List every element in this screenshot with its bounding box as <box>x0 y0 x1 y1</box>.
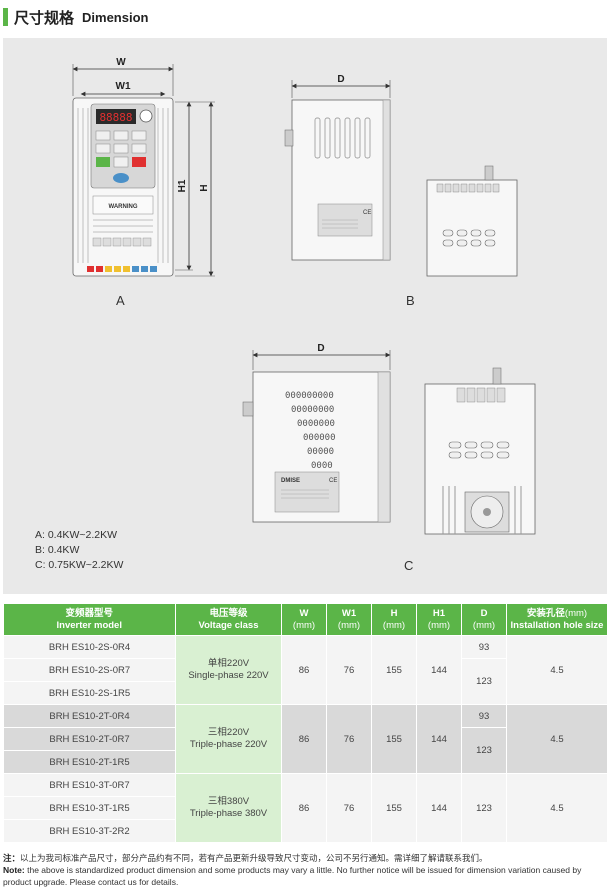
header-d: D(mm) <box>461 604 507 636</box>
table-row: BRH ES10-3T-2R2 <box>3 819 608 843</box>
header-w: W(mm) <box>281 604 327 636</box>
footnote-zh: 注：以上为我司标准产品尺寸，部分产品约有不同，若有产品更新升级导致尺寸变动，公司… <box>3 853 488 863</box>
svg-text:0000: 0000 <box>311 461 333 471</box>
w1-cell: 76 <box>326 704 372 774</box>
table-row: BRH ES10-2S-0R7 123 <box>3 658 608 705</box>
knob-side-icon <box>284 129 294 147</box>
dim-w-label: W <box>116 57 126 68</box>
footnote-en: Note: the above is standardized product … <box>3 865 582 887</box>
w1-cell: 76 <box>326 773 372 843</box>
dim-d-b-label: D <box>337 74 344 85</box>
header-title-en: Dimension <box>82 9 149 25</box>
figure-label-a: A <box>116 293 125 308</box>
warning-label <box>92 195 154 215</box>
w-cell: 86 <box>281 704 327 774</box>
led-digits: 88888 <box>99 111 132 124</box>
w-cell: 86 <box>281 773 327 843</box>
dim-h1-label: H1 <box>177 179 188 192</box>
w-cell: 86 <box>281 635 327 705</box>
power-range-b: B: 0.4KW <box>35 544 80 556</box>
table-row: BRH ES10-2T-0R7 123 <box>3 727 608 774</box>
model-cell: BRH ES10-2S-1R5 <box>3 681 176 705</box>
led-display <box>96 109 136 124</box>
logo-icon <box>113 173 129 183</box>
header-h: H(mm) <box>371 604 417 636</box>
dim-h-label: H <box>199 184 210 191</box>
hole-cell: 4.5 <box>506 635 608 705</box>
knob-side-c-icon <box>242 401 254 417</box>
section-header: 尺寸规格 Dimension <box>3 6 148 28</box>
header-w1: W1(mm) <box>326 604 372 636</box>
h1-cell: 144 <box>416 635 462 705</box>
svg-text:CE: CE <box>363 210 371 216</box>
model-cell: BRH ES10-2S-0R7 <box>3 658 176 682</box>
dim-w1-label: W1 <box>116 81 131 92</box>
svg-text:WARNING: WARNING <box>109 204 138 210</box>
h-cell: 155 <box>371 704 417 774</box>
front-view-a: W W1 88888 WARNING <box>72 57 215 277</box>
table-row: BRH ES10-2S-1R5 <box>3 681 608 705</box>
model-cell: BRH ES10-2T-1R5 <box>3 750 176 774</box>
header-accent-bar <box>3 8 8 26</box>
hole-cell: 4.5 <box>506 704 608 774</box>
d-cell: 93 <box>461 704 507 728</box>
svg-text:00000: 00000 <box>307 447 334 457</box>
h1-cell: 144 <box>416 704 462 774</box>
model-cell: BRH ES10-2T-0R7 <box>3 727 176 751</box>
header-h1: H1(mm) <box>416 604 462 636</box>
svg-text:0000000: 0000000 <box>297 419 335 429</box>
footnote: 注：以上为我司标准产品尺寸，部分产品约有不同，若有产品更新升级导致尺寸变动，公司… <box>3 852 609 888</box>
svg-text:00000000: 00000000 <box>291 405 334 415</box>
dim-d-c-label: D <box>317 343 324 354</box>
model-cell: BRH ES10-2T-0R4 <box>3 704 176 728</box>
hole-cell: 4.5 <box>506 773 608 843</box>
table-row: BRH ES10-3T-1R5 <box>3 796 608 820</box>
side-view-c: D 000000000 00000000 0000000 000000 0000… <box>242 343 391 523</box>
w1-cell: 76 <box>326 635 372 705</box>
side-view-b: D CE <box>284 74 391 261</box>
svg-text:000000000: 000000000 <box>285 391 334 401</box>
bottom-view-c <box>424 367 536 535</box>
dimension-drawings: W W1 88888 WARNING <box>72 57 536 535</box>
run-key <box>96 157 110 167</box>
model-cell: BRH ES10-3T-2R2 <box>3 819 176 843</box>
stop-key <box>132 157 146 167</box>
power-range-list: A: 0.4KW~2.2KW B: 0.4KW C: 0.75KW~2.2KW <box>35 528 123 573</box>
d-cell: 123 <box>461 727 507 774</box>
d-cell: 123 <box>461 773 507 843</box>
h-cell: 155 <box>371 635 417 705</box>
svg-text:CE: CE <box>329 478 337 484</box>
nameplate-c <box>274 471 340 513</box>
power-range-c: C: 0.75KW~2.2KW <box>35 559 124 571</box>
svg-text:000000: 000000 <box>303 433 336 443</box>
header-hole: 安装孔径(mm)Installation hole size <box>506 604 608 636</box>
bottom-view-b <box>426 165 518 277</box>
svg-text:DMISE: DMISE <box>281 478 300 484</box>
h1-cell: 144 <box>416 773 462 843</box>
header-title-zh: 尺寸规格 <box>14 8 75 27</box>
d-cell: 123 <box>461 658 507 705</box>
d-cell: 93 <box>461 635 507 659</box>
knob-icon <box>139 109 153 123</box>
model-cell: BRH ES10-3T-1R5 <box>3 796 176 820</box>
figure-label-c: C <box>404 558 414 573</box>
dimension-drawing-panel: W W1 88888 WARNING <box>3 38 607 594</box>
h-cell: 155 <box>371 773 417 843</box>
model-cell: BRH ES10-2S-0R4 <box>3 635 176 659</box>
figure-label-b: B <box>406 293 415 308</box>
power-range-a: A: 0.4KW~2.2KW <box>35 529 117 541</box>
model-cell: BRH ES10-3T-0R7 <box>3 773 176 797</box>
